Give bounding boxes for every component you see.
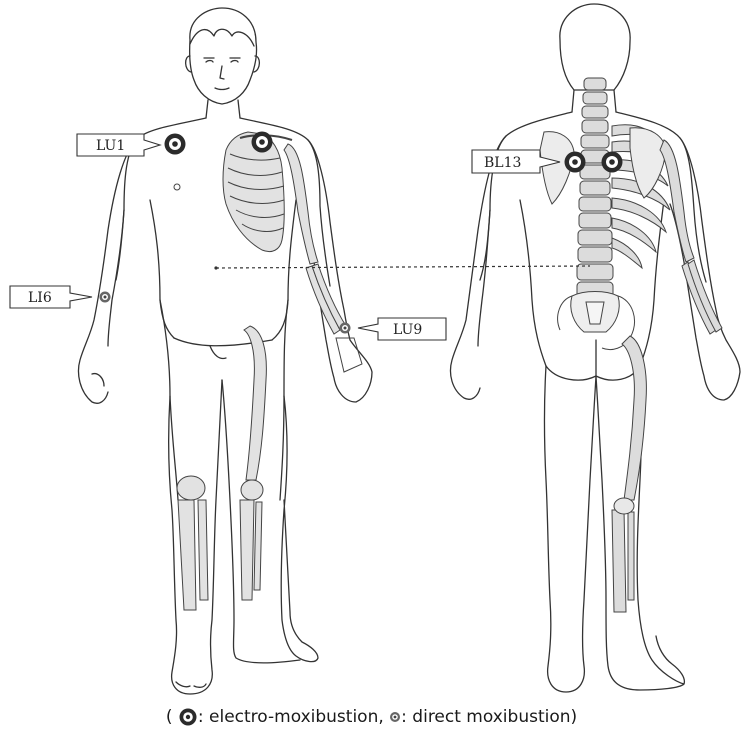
front-skeleton [177,132,362,610]
marker-lu1-electro [165,134,186,155]
label-lu9: LU9 [393,322,422,338]
front-figure [79,8,373,694]
legend-electro-text: : electro-moxibustion, [198,707,384,727]
callout-li6: LI6 [10,286,92,308]
marker-bl13-electro-right [602,152,623,173]
back-head [560,4,630,90]
front-leg-left [169,380,222,694]
front-leg-right [222,380,318,663]
label-bl13: BL13 [484,155,521,171]
back-arm-right [670,138,740,400]
front-arm-left [79,138,139,403]
marker-lu9-direct [340,323,351,334]
callout-lu1: LU1 [77,134,160,156]
callout-lu9: LU9 [358,318,446,340]
back-leg-left [545,366,597,692]
legend-open-paren: ( [166,707,173,727]
label-lu1: LU1 [96,138,125,154]
legend-caption: ( : electro-moxibustion, : direct moxibu… [0,707,743,727]
marker-bl13-electro-left [565,152,586,173]
label-li6: LI6 [28,290,52,306]
back-arm-left [451,136,507,399]
legend-direct-text: : direct moxibustion) [401,707,577,727]
front-hair [190,29,254,46]
direct-moxibustion-symbol-icon [389,711,401,723]
level-dashed-line [216,266,590,268]
marker-li6-direct [100,292,111,303]
electro-moxibustion-symbol-icon [178,707,198,727]
marker-lu1-electro-right [252,132,273,153]
